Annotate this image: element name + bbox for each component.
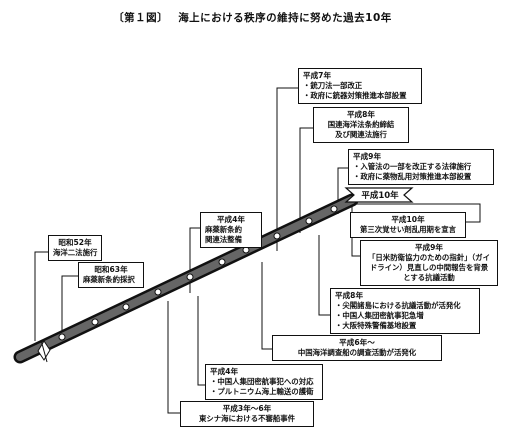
event-box: 平成6年～ 中国海洋調査船の調査活動が活発化 [272, 335, 442, 361]
event-text: ドライン）見直しの中間報告を背景 [369, 263, 489, 272]
event-dot [273, 232, 281, 240]
event-box: 平成10年 第三次覚せい剤乱用期を宣言 [350, 212, 466, 238]
year-flag-shape [344, 187, 414, 203]
event-dot [186, 273, 194, 281]
event-text: ・銃刀法一部改正 [303, 81, 363, 90]
event-dot [91, 318, 99, 326]
leader-line [299, 127, 313, 233]
event-text: 関連法整備 [205, 235, 242, 244]
event-text: 海洋二法施行 [53, 248, 98, 257]
event-text: 第三次覚せい剤乱用期を宣言 [359, 225, 457, 234]
event-box: 平成4年 麻薬新条約 関連法整備 [200, 212, 262, 248]
event-year: 昭和52年 [58, 238, 92, 247]
event-year: 平成9年 [414, 243, 444, 252]
event-box: 平成4年 ・中国人集団密航事犯への対応 ・プルトニウム海上輸送の護衛 [205, 364, 323, 400]
event-text: 麻薬新条約採択 [83, 275, 135, 284]
leader-line [34, 251, 48, 341]
timeline-break [37, 339, 51, 363]
event-year: 平成6年～ [339, 338, 375, 347]
leader-line [61, 275, 78, 336]
event-text: ・入管法の一部を改正する法律施行 [353, 162, 472, 171]
event-dot [218, 258, 226, 266]
event-text: ・政府に銃器対策推進本部設置 [303, 91, 407, 100]
event-box: 平成3年～6年 東シナ海における不審船事件 [180, 401, 314, 427]
event-year: 平成10年 [391, 215, 425, 224]
event-dot [58, 333, 66, 341]
event-box: 平成8年 ・尖閣諸島における抗議活動が活発化 ・中国人集団密航事犯急増 ・大阪特… [330, 288, 480, 334]
event-year: 平成9年 [353, 152, 382, 161]
leader-line [261, 262, 272, 350]
event-text: ・大阪特殊警備基地設置 [335, 321, 417, 330]
figure-number: 〔第１図〕 [113, 12, 169, 24]
event-text: 中国海洋調査船の調査活動が活発化 [297, 348, 417, 357]
leader-line [167, 301, 180, 414]
event-box: 平成9年 ・入管法の一部を改正する法律施行 ・政府に薬物乱用対策推進本部設置 [348, 149, 494, 185]
leader-line [197, 296, 205, 386]
event-dot [122, 303, 130, 311]
event-text: 「日米防衛協力のための指針」（ガイ [368, 253, 490, 262]
event-text: ・尖閣諸島における抗議活動が活発化 [335, 301, 461, 310]
event-box: 平成7年 ・銃刀法一部改正 ・政府に銃器対策推進本部設置 [298, 68, 422, 104]
event-text: 国連海洋法条約締結 [327, 120, 395, 129]
event-box: 昭和63年 麻薬新条約採択 [78, 262, 144, 288]
event-year: 平成4年 [216, 215, 246, 224]
event-text: ・プルトニウム海上輸送の護衛 [210, 387, 314, 396]
leader-line [189, 227, 200, 293]
event-dot [305, 217, 313, 225]
timeline-bar-inner [16, 196, 356, 361]
event-year: 平成7年 [303, 71, 332, 80]
event-box: 昭和52年 海洋二法施行 [48, 235, 102, 261]
event-year: 平成3年～6年 [222, 404, 272, 413]
event-box: 平成9年 「日米防衛協力のための指針」（ガイ ドライン）見直しの中間報告を背景 … [360, 240, 498, 286]
leader-line [344, 203, 481, 223]
event-dot [154, 288, 162, 296]
event-year: 昭和63年 [94, 265, 128, 274]
event-year: 平成8年 [346, 110, 376, 119]
figure-title-text: 海上における秩序の維持に努めた過去10年 [178, 12, 392, 24]
leader-line [337, 167, 348, 214]
event-text: ・中国人集団密航事犯への対応 [210, 377, 314, 386]
event-dots [58, 205, 338, 341]
event-year: 平成8年 [335, 291, 364, 300]
event-dot [330, 205, 338, 213]
event-text: ・中国人集団密航事犯急増 [335, 311, 424, 320]
figure-title: 〔第１図〕海上における秩序の維持に努めた過去10年 [0, 10, 505, 25]
event-text: とする抗議活動 [403, 273, 455, 282]
event-text: ・政府に薬物乱用対策推進本部設置 [353, 172, 472, 181]
event-text: 麻薬新条約 [205, 225, 242, 234]
leader-line [276, 87, 298, 251]
year-flag-label: 平成10年 [361, 191, 399, 201]
event-box: 平成8年 国連海洋法条約締結 及び関連法施行 [313, 107, 409, 143]
event-year: 平成4年 [210, 367, 239, 376]
event-text: 東シナ海における不審船事件 [198, 414, 296, 423]
event-text: 及び関連法施行 [335, 130, 387, 139]
leader-line [318, 235, 330, 316]
